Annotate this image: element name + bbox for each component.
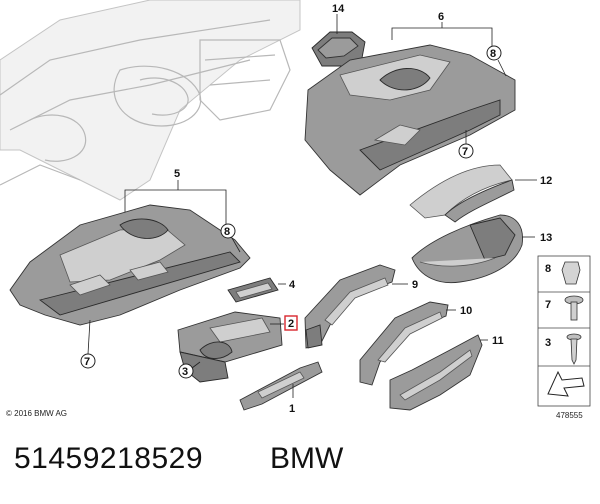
part-10-trim-frame[interactable]: 10 [359, 301, 472, 386]
part-9-trim-frame[interactable]: 9 [304, 264, 418, 349]
legend-3: 3 [545, 337, 551, 349]
callout-2-highlight [284, 315, 298, 331]
callout-11[interactable]: 11 [492, 335, 504, 347]
callout-4[interactable]: 4 [289, 279, 296, 291]
callout-7-top[interactable]: 7 [462, 146, 468, 158]
callout-13[interactable]: 13 [540, 232, 552, 244]
legend-7: 7 [545, 299, 551, 311]
legend-8: 8 [545, 263, 551, 275]
part-1-lower-trim[interactable]: 1 [239, 361, 323, 415]
part-4-vent-grille[interactable]: 4 [227, 277, 296, 303]
callout-8-mid[interactable]: 8 [224, 226, 230, 238]
callout-2[interactable]: 2 [288, 318, 294, 330]
callout-7-left[interactable]: 7 [84, 356, 90, 368]
copyright-text: © 2016 BMW AG [6, 409, 67, 418]
screw-washer-icon [564, 295, 584, 321]
part-5-glovebox-carrier[interactable]: 5 8 7 [9, 168, 251, 369]
part-12-steering-cover[interactable]: 12 [409, 164, 552, 223]
callout-3[interactable]: 3 [182, 366, 188, 378]
part-6-upper-trim[interactable]: 6 8 7 [304, 11, 516, 196]
part-14-clip[interactable]: 14 [311, 3, 366, 67]
spring-clip-icon [561, 261, 581, 285]
callout-5[interactable]: 5 [174, 168, 180, 180]
brand-name: BMW [270, 442, 344, 475]
callout-12[interactable]: 12 [540, 175, 552, 187]
screw-icon [566, 333, 582, 365]
callout-9[interactable]: 9 [412, 279, 418, 291]
callout-8-top[interactable]: 8 [490, 48, 496, 60]
callout-6[interactable]: 6 [438, 11, 444, 23]
part-13-column-shroud[interactable]: 13 [411, 214, 552, 284]
callout-10[interactable]: 10 [460, 305, 472, 317]
parts-diagram: 14 6 8 7 12 13 [0, 0, 591, 420]
callout-14[interactable]: 14 [332, 3, 345, 15]
part-number: 51459218529 [14, 442, 204, 475]
dashboard-outline [0, 0, 301, 201]
callout-1[interactable]: 1 [289, 403, 295, 415]
part-11-side-trim[interactable]: 11 [389, 334, 504, 411]
part-2-glovebox[interactable]: 2 3 [177, 311, 298, 383]
arrow-symbol-icon [547, 370, 585, 397]
diagram-id: 478555 [556, 411, 583, 420]
fastener-legend: 8 7 3 [537, 255, 591, 407]
